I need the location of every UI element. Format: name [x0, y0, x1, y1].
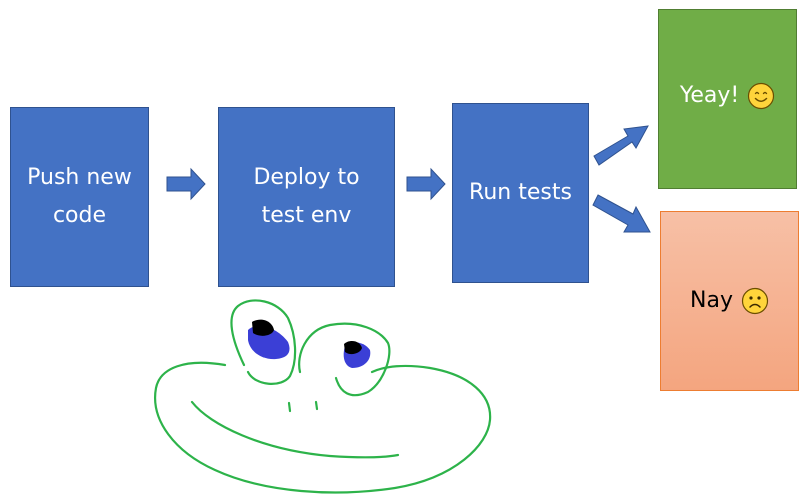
yeay-label: Yeay! [679, 83, 740, 108]
push-new-code-box[interactable]: Push new code [10, 107, 149, 287]
frog-left-pupil [248, 319, 290, 360]
yeay-result-box[interactable]: Yeay! [658, 9, 797, 189]
frog-left-eye-outline [230, 299, 297, 385]
frog-right-eye-outline [298, 322, 391, 397]
arrow-deploy-to-tests-icon [406, 167, 446, 201]
push-box-line2: code [52, 203, 107, 228]
arrow-tests-to-yeay-icon [593, 125, 649, 166]
run-tests-box[interactable]: Run tests [452, 103, 589, 283]
frog-mouth [190, 400, 400, 459]
nay-label: Nay [690, 288, 733, 313]
nay-result-box[interactable]: Nay [660, 211, 799, 391]
smiling-face-icon [748, 82, 775, 110]
frog-face-outline [154, 361, 492, 494]
frowning-face-icon [741, 287, 769, 315]
push-box-line1: Push new [27, 165, 132, 190]
run-tests-label: Run tests [469, 180, 572, 205]
frog-right-pupil [343, 340, 371, 368]
arrow-push-to-deploy-icon [166, 167, 206, 201]
deploy-to-test-env-box[interactable]: Deploy to test env [218, 107, 395, 287]
deploy-box-line1: Deploy to [253, 165, 360, 190]
deploy-box-line2: test env [261, 203, 352, 228]
arrow-tests-to-nay-icon [592, 194, 651, 233]
